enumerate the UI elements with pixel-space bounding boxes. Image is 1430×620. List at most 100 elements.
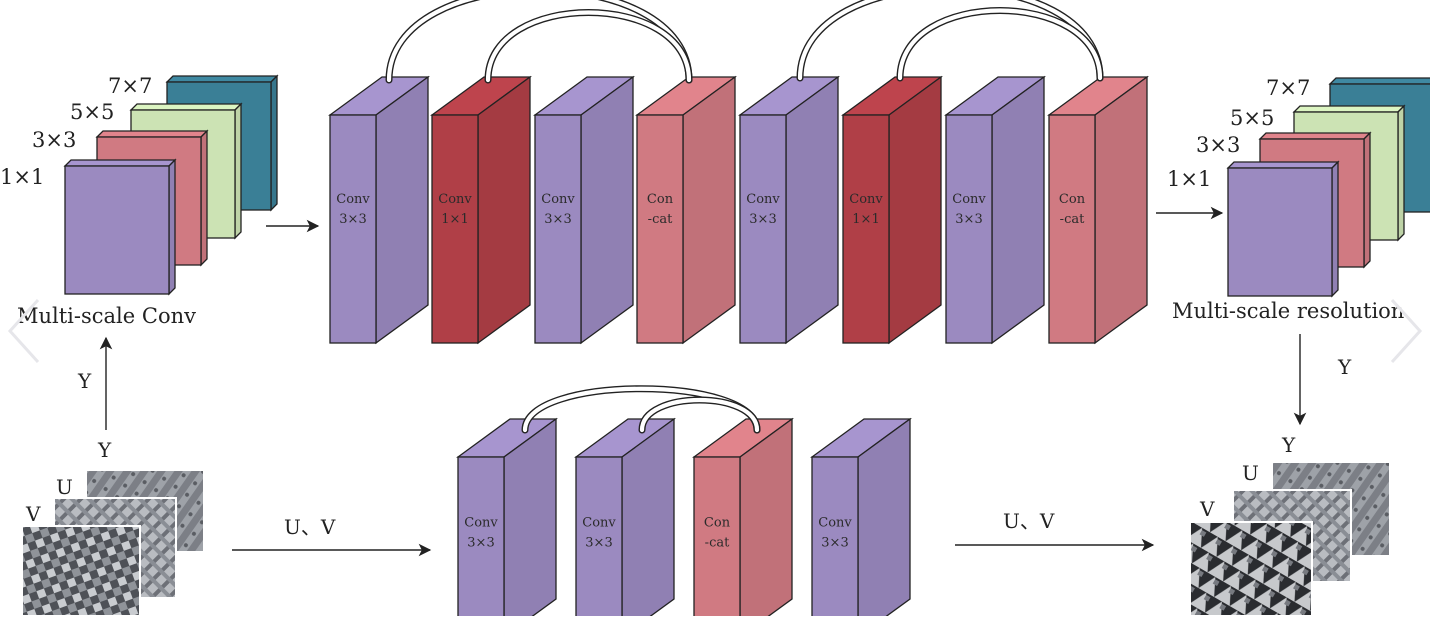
right-stack-caption: Multi-scale resolution (1172, 299, 1404, 323)
block-label-line2: 3×3 (955, 212, 982, 227)
block-label-line1: Conv (746, 192, 780, 207)
block-label-line1: Con (1059, 192, 1086, 207)
block-side-face (889, 77, 941, 343)
block-front-face (843, 115, 889, 343)
scale-label: 5×5 (1230, 106, 1274, 130)
block-front-face (535, 115, 581, 343)
block-front-face (1228, 168, 1332, 296)
scale-label: 7×7 (1266, 76, 1310, 100)
chevron-right-icon (1386, 296, 1426, 366)
stack-layer-1x1 (1228, 162, 1338, 296)
block-label-line2: 3×3 (467, 535, 494, 550)
block-label-line1: Conv (464, 515, 498, 530)
block-side-face (235, 104, 241, 238)
left-multiscale-stack: 1×13×35×57×7 (0, 74, 277, 294)
block-label-line1: Conv (438, 192, 472, 207)
label-uv-out: U、V (1003, 509, 1055, 533)
yuv-label-u: U (56, 475, 73, 499)
block-label-line2: 1×1 (441, 212, 468, 227)
block-label-line2: 3×3 (585, 535, 612, 550)
top-block-5: Conv 3×3 (740, 77, 838, 343)
block-top-face (167, 76, 277, 82)
block-top-face (131, 104, 241, 110)
label-uv-in: U、V (284, 515, 336, 539)
top-block-7: Conv 3×3 (946, 77, 1044, 343)
block-side-face (169, 160, 175, 294)
scale-label: 3×3 (32, 128, 76, 152)
block-side-face (201, 131, 207, 265)
yuv-label-u: U (1242, 461, 1259, 485)
label-y-up: Y (77, 369, 92, 393)
bottom-block-3: Con -cat (694, 419, 792, 616)
top-network-blocks: Conv 3×3 Conv 1×1 Conv 3×3 Con -cat Conv 3×3 Conv 1… (330, 77, 1147, 343)
top-block-2: Conv 1×1 (432, 77, 530, 343)
block-label-line1: Conv (952, 192, 986, 207)
block-label-line2: 1×1 (852, 212, 879, 227)
block-top-face (1228, 162, 1338, 168)
scale-label: 3×3 (1196, 133, 1240, 157)
block-side-face (1332, 162, 1338, 296)
skip-top-1 (389, 0, 689, 80)
top-block-6: Conv 1×1 (843, 77, 941, 343)
block-label-line2: 3×3 (821, 535, 848, 550)
block-label-line1: Conv (336, 192, 370, 207)
block-label-line1: Conv (582, 515, 616, 530)
stack-layer-1x1 (65, 160, 175, 294)
block-label-line2: 3×3 (749, 212, 776, 227)
block-label-line1: Conv (541, 192, 575, 207)
block-label-line2: -cat (648, 212, 673, 227)
scale-label: 1×1 (1167, 167, 1211, 191)
label-y-input: Y (97, 438, 112, 462)
block-top-face (97, 131, 207, 137)
block-side-face (1095, 77, 1147, 343)
input-yuv-image: YUV (22, 438, 204, 616)
block-front-face (637, 115, 683, 343)
block-front-face (740, 115, 786, 343)
block-side-face (1364, 133, 1370, 267)
block-front-face (65, 166, 169, 294)
block-label-line1: Con (647, 192, 674, 207)
block-top-face (1330, 78, 1430, 84)
top-block-3: Conv 3×3 (535, 77, 633, 343)
bottom-block-2: Conv 3×3 (576, 419, 674, 616)
bottom-network-blocks: Conv 3×3 Conv 3×3 Con -cat Conv 3×3 (458, 419, 910, 616)
output-yuv-image: YUV (1190, 433, 1390, 616)
block-top-face (65, 160, 175, 166)
bottom-block-4: Conv 3×3 (812, 419, 910, 616)
block-label-line1: Conv (849, 192, 883, 207)
block-label-line2: -cat (1060, 212, 1085, 227)
block-side-face (1398, 106, 1404, 240)
yuv-label-v: V (1199, 497, 1215, 521)
chevron-left-icon (4, 296, 44, 366)
block-front-face (946, 115, 992, 343)
block-top-face (1260, 133, 1370, 139)
block-side-face (376, 77, 428, 343)
block-label-line2: 3×3 (544, 212, 571, 227)
top-block-1: Conv 3×3 (330, 77, 428, 343)
block-side-face (271, 76, 277, 210)
top-skip-connections (389, 0, 1100, 80)
top-block-8: Con -cat (1049, 77, 1147, 343)
prev-slide-button[interactable] (4, 296, 44, 366)
skip-top-3 (800, 0, 1100, 78)
block-label-line1: Con (704, 515, 731, 530)
next-slide-button[interactable] (1386, 296, 1426, 366)
block-side-face (786, 77, 838, 343)
block-label-line2: -cat (705, 535, 730, 550)
block-front-face (432, 115, 478, 343)
bottom-skip-connections (525, 389, 757, 430)
yuv-frame-3 (22, 526, 140, 616)
block-top-face (1294, 106, 1404, 112)
block-label-line2: 3×3 (339, 212, 366, 227)
scale-label: 7×7 (108, 74, 152, 98)
block-side-face (478, 77, 530, 343)
yuv-label-v: V (25, 502, 41, 526)
block-label-line1: Conv (818, 515, 852, 530)
bottom-block-1: Conv 3×3 (458, 419, 556, 616)
yuv-frame-3 (1190, 522, 1312, 616)
block-side-face (683, 77, 735, 343)
block-front-face (330, 115, 376, 343)
block-side-face (992, 77, 1044, 343)
